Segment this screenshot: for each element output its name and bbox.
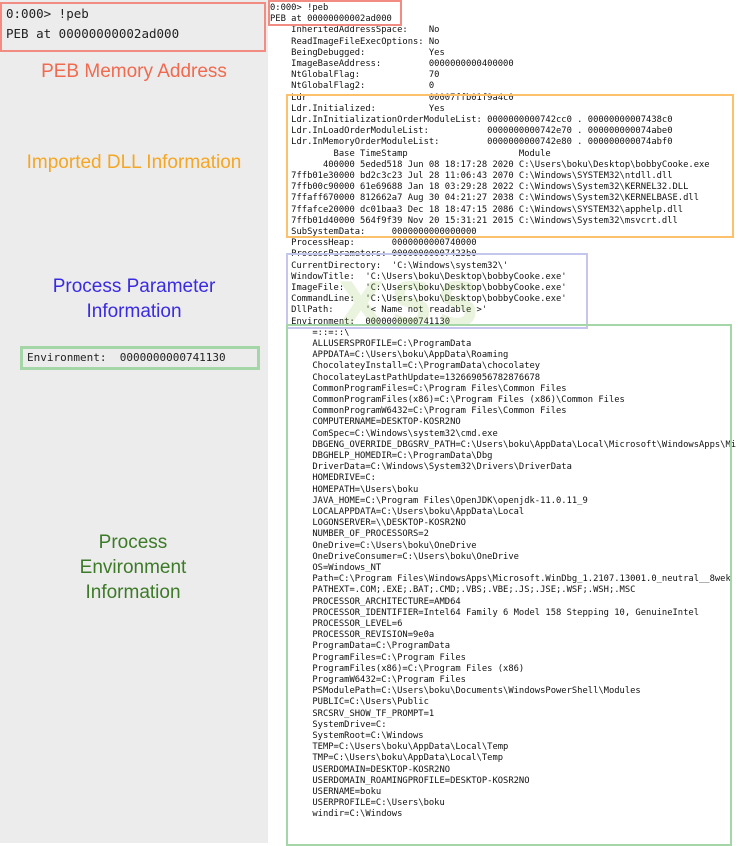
output-line: SRCSRV_SHOW_TF_PROMPT=1 [270,708,435,719]
output-line: InheritedAddressSpace: No [270,25,440,36]
output-line: 400000 5eded518 Jun 08 18:17:28 2020 C:\… [270,159,710,170]
output-line: 7ffb00c90000 61e69688 Jan 18 03:29:28 20… [270,182,689,193]
output-line: ProcessHeap: 0000000000740000 [270,238,477,249]
output-line: 7ffb01d40000 564f9f39 Nov 20 15:31:21 20… [270,215,678,226]
output-line: ChocolateyLastPathUpdate=132669056782876… [270,372,541,383]
output-line: 0:000> !peb [270,3,329,13]
output-line: CurrentDirectory: 'C:\Windows\system32\' [270,260,509,271]
output-line: OneDriveConsumer=C:\Users\boku\OneDrive [270,551,519,562]
output-line: Path=C:\Program Files\WindowsApps\Micros… [270,574,731,585]
output-line: ReadImageFileExecOptions: No [270,36,440,47]
output-line: USERDOMAIN_ROAMINGPROFILE=DESKTOP-KOSR2N… [270,775,530,786]
output-line: Ldr.InInitializationOrderModuleList: 000… [270,115,673,125]
output-line: 7ffaff670000 812662a7 Aug 30 04:21:27 20… [270,193,699,204]
peb-zoom-command: 0:000> !peb [6,6,89,21]
environment-zoom: Environment: 0000000000741130 [20,346,260,370]
annotation-panel: 0:000> !peb PEB at 00000000002ad000 PEB … [0,0,268,843]
callout-imported-dll: Imported DLL Information [26,152,242,173]
output-line: ImageBaseAddress: 0000000000400000 [270,59,514,69]
output-line: LOCALAPPDATA=C:\Users\boku\AppData\Local [270,507,525,517]
output-line: NUMBER_OF_PROCESSORS=2 [270,529,429,540]
output-line: Ldr.Initialized: Yes [270,103,445,114]
output-line: ProgramW6432=C:\Program Files [270,675,466,685]
output-line: COMPUTERNAME=DESKTOP-KOSR2NO [270,417,461,428]
output-line: TEMP=C:\Users\boku\AppData\Local\Temp [270,742,509,753]
output-line: ProgramData=C:\ProgramData [270,641,451,652]
output-line: OS=Windows_NT [270,563,382,573]
output-line: 7ffafce20000 dc01baa3 Dec 18 18:47:15 20… [270,204,684,215]
output-line: USERPROFILE=C:\Users\boku [270,798,445,809]
output-line: Environment: 0000000000741130 [270,316,451,327]
output-line: NtGlobalFlag: 70 [270,70,440,81]
output-line: Ldr.InLoadOrderModuleList: 0000000000742… [270,126,673,137]
output-line: PSModulePath=C:\Users\boku\Documents\Win… [270,686,641,697]
output-line: JAVA_HOME=C:\Program Files\OpenJDK\openj… [270,495,588,506]
output-line: ProcessParameters: 00000000007423b0 [270,249,477,260]
output-line: USERDOMAIN=DESKTOP-KOSR2NO [270,764,451,775]
output-line: ImageFile: 'C:\Users\boku\Desktop\bobbyC… [270,283,567,293]
output-line: OneDrive=C:\Users\boku\OneDrive [270,540,477,551]
output-line: Ldr 00007ffb01f9a4c0 [270,92,514,103]
output-line: NtGlobalFlag2: 0 [270,81,435,92]
output-line: PROCESSOR_IDENTIFIER=Intel64 Family 6 Mo… [270,607,699,618]
output-line: SubSystemData: 0000000000000000 [270,227,477,237]
output-line: 7ffb01e30000 bd2c3c23 Jul 28 11:06:43 20… [270,171,673,181]
output-line: PROCESSOR_REVISION=9e0a [270,630,435,641]
output-line: PUBLIC=C:\Users\Public [270,697,429,708]
output-line: Base TimeStamp Module [270,148,551,159]
output-line: DllPath: '< Name not readable >' [270,305,488,316]
output-line: USERNAME=boku [270,787,382,797]
peb-zoom-box [0,2,266,52]
output-line: =::=::\ [270,327,350,338]
output-line: SystemDrive=C: [270,719,387,730]
callout-peb-memory-address: PEB Memory Address [41,61,227,82]
output-line: LOGONSERVER=\\DESKTOP-KOSR2NO [270,518,466,529]
callout-process-environment: Process Environment Information [79,532,187,603]
output-line: PATHEXT=.COM;.EXE;.BAT;.CMD;.VBS;.VBE;.J… [270,585,636,596]
peb-zoom-address: PEB at 00000000002ad000 [6,26,180,41]
output-line: TMP=C:\Users\boku\AppData\Local\Temp [270,753,504,764]
output-line: ChocolateyInstall=C:\ProgramData\chocola… [270,361,541,372]
output-line: WindowTitle: 'C:\Users\boku\Desktop\bobb… [270,271,567,282]
output-line: windir=C:\Windows [270,809,403,820]
output-line: APPDATA=C:\Users\boku\AppData\Roaming [270,350,509,361]
output-line: PROCESSOR_ARCHITECTURE=AMD64 [270,596,461,607]
output-line: CommonProgramFiles(x86)=C:\Program Files… [270,395,625,405]
output-line: DBGHELP_HOMEDIR=C:\ProgramData\Dbg [270,451,493,461]
output-line: PROCESSOR_LEVEL=6 [270,619,403,629]
output-line: HOMEDRIVE=C: [270,473,376,484]
output-line: Ldr.InMemoryOrderModuleList: 00000000007… [270,137,673,148]
output-line: CommonProgramFiles=C:\Program Files\Comm… [270,383,567,394]
output-line: SystemRoot=C:\Windows [270,731,424,741]
output-line: DBGENG_OVERRIDE_DBGSRV_PATH=C:\Users\bok… [270,439,737,450]
output-line: PEB at 00000000002ad000 [270,14,392,25]
callout-process-parameter: Process Parameter Information [52,276,216,322]
output-line: DriverData=C:\Windows\System32\Drivers\D… [270,462,572,473]
output-line: ProgramFiles=C:\Program Files [270,652,466,663]
output-line: ALLUSERSPROFILE=C:\ProgramData [270,339,472,349]
output-line: BeingDebugged: Yes [270,47,445,58]
watermark: XSS [338,270,486,340]
output-line: CommandLine: 'C:\Users\boku\Desktop\bobb… [270,294,567,305]
output-line: ProgramFiles(x86)=C:\Program Files (x86) [270,663,525,674]
output-line: CommonProgramW6432=C:\Program Files\Comm… [270,406,567,417]
output-line: HOMEPATH=\Users\boku [270,484,419,495]
output-line: ComSpec=C:\Windows\system32\cmd.exe [270,428,498,439]
